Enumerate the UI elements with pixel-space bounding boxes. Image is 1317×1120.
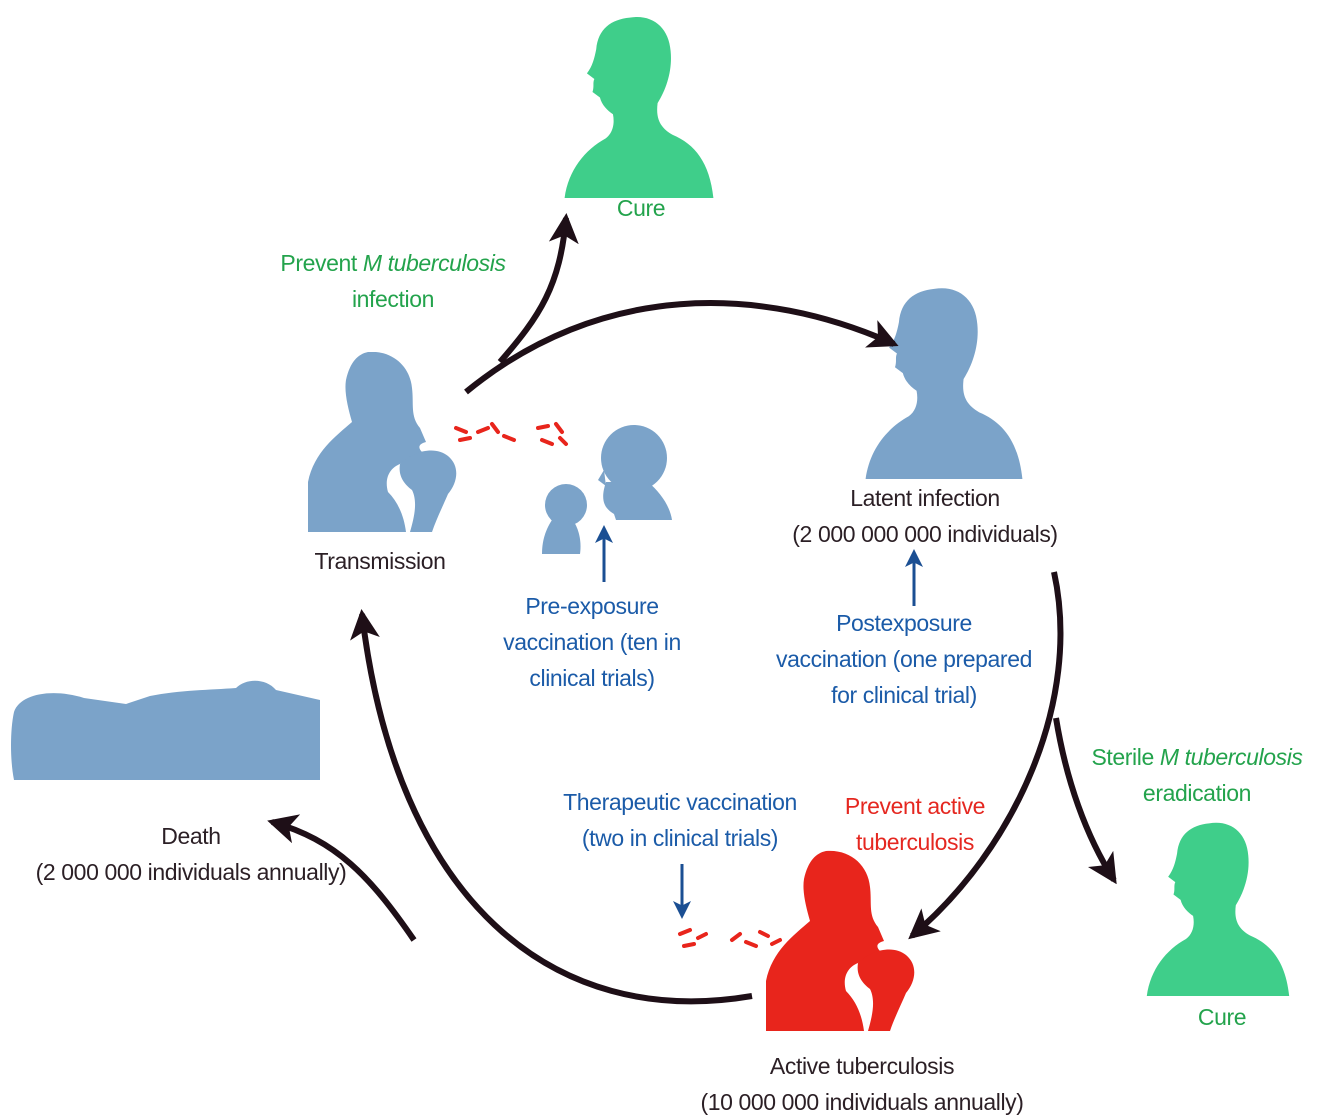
cure-right-label: Cure — [1197, 1004, 1247, 1030]
arrow-to-cure-right — [1053, 717, 1117, 885]
arrow-to-cure-top — [497, 213, 579, 364]
bacteria-active-icon — [678, 928, 782, 948]
pre-exposure-label: Pre-exposure vaccination (ten in clinica… — [503, 593, 681, 691]
sterile-eradication-label: Sterile M tuberculosis eradication — [1091, 744, 1303, 806]
bacteria-icon — [454, 422, 568, 446]
arrow-active-to-transmission — [350, 609, 753, 1005]
therapeutic-vaccination-label: Therapeutic vaccination (two in clinical… — [563, 789, 797, 851]
coughing-person-icon — [308, 352, 457, 532]
cure-person-icon — [564, 16, 714, 198]
arrow-transmission-to-latent — [464, 300, 899, 395]
intervention-arrows — [595, 525, 923, 919]
post-exposure-label: Postexposure vaccination (one prepared f… — [776, 610, 1032, 708]
cycle-arrows — [267, 213, 1117, 1005]
transmission-label: Transmission — [314, 548, 446, 574]
active-tb-person-icon — [766, 850, 915, 1031]
arrow-to-death — [267, 814, 417, 942]
lying-person-icon — [11, 680, 320, 780]
prevent-active-label: Prevent active tuberculosis — [844, 793, 986, 855]
small-child-silhouette-icon — [542, 484, 587, 554]
cure-top-label: Cure — [616, 195, 666, 221]
arrow-latent-to-active — [908, 571, 1064, 940]
latent-person-icon — [865, 288, 1023, 479]
death-label: Death (2 000 000 individuals annually) — [35, 823, 347, 885]
latent-infection-label: Latent infection (2 000 000 000 individu… — [792, 485, 1058, 547]
prevent-infection-label: Prevent M tuberculosis infection — [280, 250, 506, 312]
cure-person-right-icon — [1146, 822, 1290, 996]
child-silhouette-icon — [598, 425, 672, 520]
active-tb-label: Active tuberculosis (10 000 000 individu… — [700, 1053, 1024, 1115]
